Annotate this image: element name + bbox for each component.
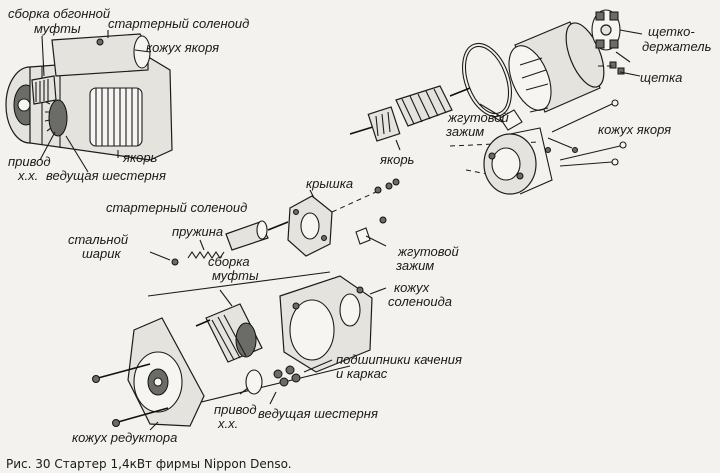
clutch-assembly-illustration [195, 289, 263, 363]
bearings-illustration [239, 359, 333, 405]
solenoid-plunger-illustration [149, 220, 289, 266]
label-cover: крышка [306, 176, 353, 191]
label-armature-mid: якорь [379, 152, 415, 167]
solenoid-cover-illustration [287, 178, 400, 257]
label-top-armature-housing: кожух якоря [146, 40, 219, 55]
solenoid-housing-illustration [279, 275, 387, 373]
label-brush: щетка [640, 70, 682, 85]
armature-housing-illustration [462, 9, 643, 118]
label-bearings-frame: подшипники качения и каркас [336, 352, 466, 381]
label-right-armature-housing: кожух якоря [598, 122, 671, 137]
label-solenoid-housing: кожух соленоида [388, 280, 452, 309]
label-spring: пружина [172, 224, 223, 239]
label-top-clutch: сборка обгонной муфты [8, 6, 114, 36]
label-clutch-mid: сборка муфты [208, 254, 259, 283]
label-wire-clamp-lower: жгутовой зажим [395, 244, 462, 273]
armature-illustration [349, 85, 549, 151]
label-top-solenoid: стартерный соленоид [108, 16, 249, 31]
label-top-drive: привод х.х. [8, 154, 54, 183]
label-top-armature: якорь [122, 150, 158, 165]
brush-holder-part [591, 9, 621, 51]
assembled-starter-illustration [5, 30, 173, 173]
figure-caption: Рис. 30 Стартер 1,4кВт фирмы Nippon Dens… [6, 457, 292, 471]
label-gear-housing: кожух редуктора [72, 430, 177, 445]
rear-cover-illustration [449, 99, 627, 195]
armature-windings [89, 87, 143, 147]
label-top-pinion: ведущая шестерня [46, 168, 166, 183]
label-mid-solenoid: стартерный соленоид [106, 200, 247, 215]
label-brush-holder: щетко- держатель [642, 24, 712, 54]
label-wire-clamp-upper: жгутовой зажим [445, 110, 512, 139]
label-bottom-drive: привод х.х. [214, 402, 260, 431]
gear-housing-illustration [92, 271, 351, 431]
label-bottom-pinion: ведущая шестерня [258, 406, 378, 421]
label-steel-ball: стальной шарик [68, 232, 132, 261]
